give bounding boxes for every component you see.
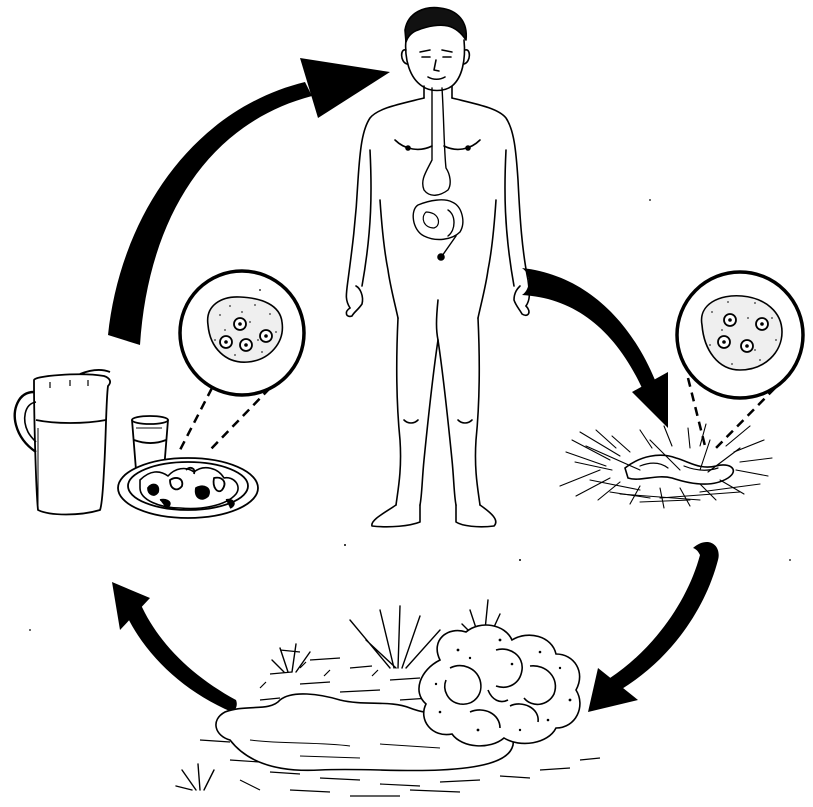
vegetable-garden-icon xyxy=(176,600,600,796)
cycle-arrows xyxy=(108,58,719,712)
feces-icon xyxy=(560,424,772,508)
cyst-magnified-icon-right xyxy=(677,272,803,452)
arrow-human-to-feces xyxy=(522,268,668,428)
water-pitcher-icon xyxy=(15,370,110,515)
cyst-magnified-icon-left xyxy=(180,271,304,450)
arrow-soil-to-food xyxy=(112,582,237,712)
food-plate-icon xyxy=(118,458,258,518)
arrow-feces-to-soil xyxy=(588,542,719,712)
human-figure-icon xyxy=(346,8,529,527)
lettuce-icon xyxy=(419,625,580,746)
